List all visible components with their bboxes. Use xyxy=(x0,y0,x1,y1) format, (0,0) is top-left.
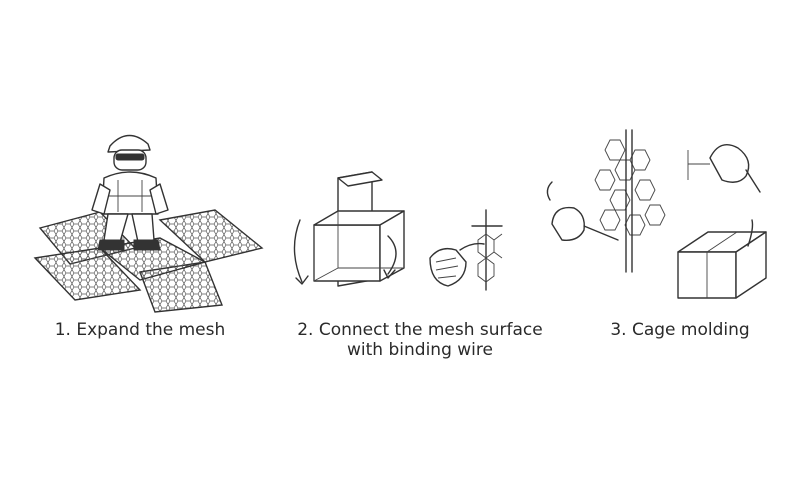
mesh-panel-bottom-left xyxy=(33,247,142,301)
step-2-panel: 2. Connect the mesh surface with binding… xyxy=(280,0,560,500)
open-box-icon xyxy=(293,171,405,287)
caption-line: with binding wire xyxy=(347,340,493,360)
step-1-caption: 1. Expand the mesh xyxy=(0,320,280,340)
step-3-illustration xyxy=(546,129,767,299)
step-3-caption: 3. Cage molding xyxy=(560,320,800,340)
caption-line: 2. Connect the mesh surface xyxy=(297,320,543,340)
step-1-panel: 1. Expand the mesh xyxy=(0,0,280,500)
step-2-illustration xyxy=(293,171,503,291)
step-1-illustration xyxy=(33,134,264,313)
step-3-panel: 3. Cage molding xyxy=(546,0,800,500)
mesh-wall-icon xyxy=(594,129,666,273)
caption-line: 1. Expand the mesh xyxy=(54,320,226,340)
step-2-caption: 2. Connect the mesh surface with binding… xyxy=(280,320,560,360)
mesh-panel-right xyxy=(158,209,264,263)
hand-icon xyxy=(546,181,619,241)
binding-hand-icon xyxy=(429,209,503,291)
dimension-hand-icon xyxy=(687,144,761,193)
caption-line: 3. Cage molding xyxy=(610,320,750,340)
cage-box-icon xyxy=(677,219,767,299)
worker-icon xyxy=(91,134,169,251)
